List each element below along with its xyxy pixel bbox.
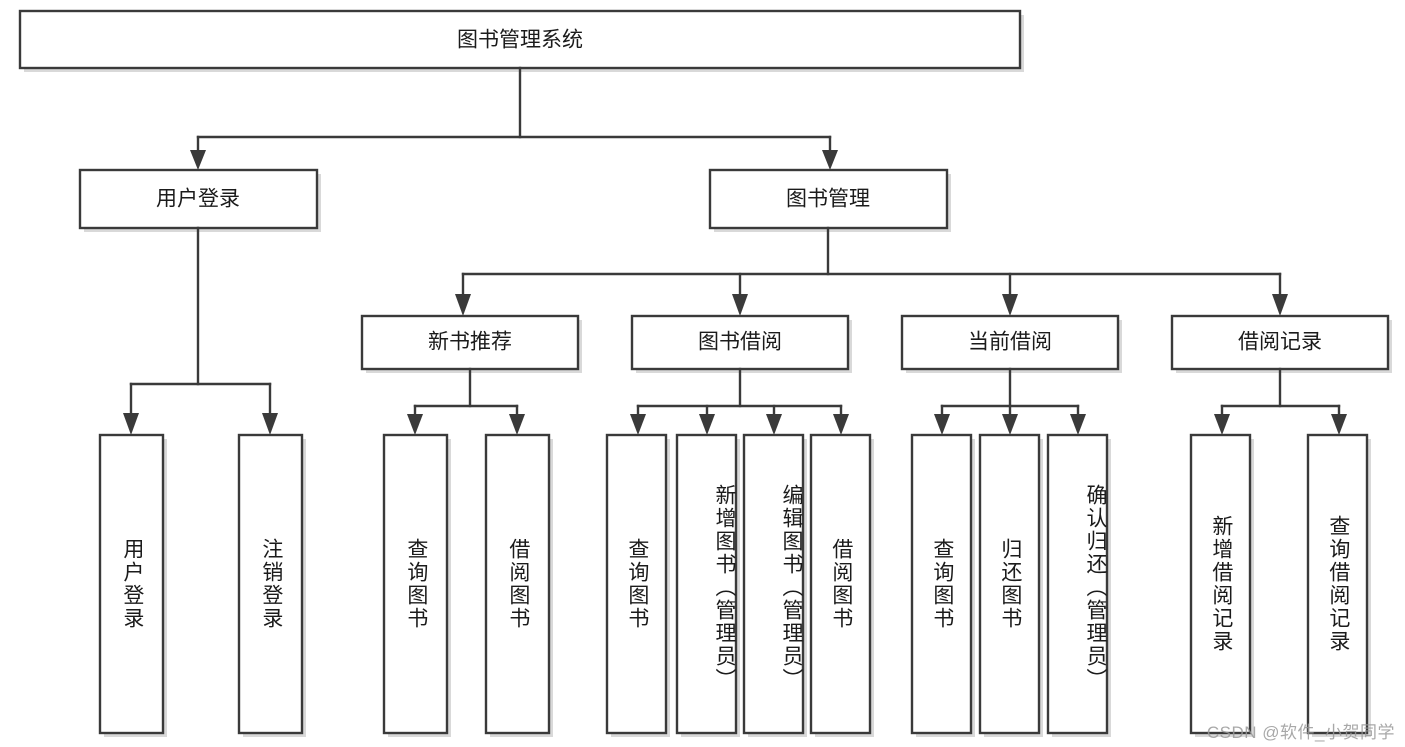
node-book-manage[interactable]: 图书管理: [708, 168, 951, 232]
node-user-login[interactable]: 用户登录: [78, 168, 321, 232]
leaf-borrow-add[interactable]: [675, 433, 740, 737]
node-current-borrow-label: 当前借阅: [968, 331, 1052, 354]
node-borrow-record-box: [1170, 314, 1390, 371]
leaf-borrow-add-box: [675, 433, 738, 735]
node-root-label: 图书管理系统: [457, 29, 583, 52]
connector-current-borrow-to-leaves: [934, 367, 1086, 435]
arrow-head-icon: [699, 414, 715, 435]
leaf-user-logout[interactable]: [237, 433, 306, 737]
node-user-login-box: [78, 168, 319, 230]
leaf-current-query-box: [910, 433, 973, 735]
connector-root-to-level2: [190, 66, 838, 170]
arrow-head-icon: [407, 414, 423, 435]
leaf-borrow-query-box: [605, 433, 668, 735]
leaf-current-query[interactable]: [910, 433, 975, 737]
node-book-borrow[interactable]: 图书借阅: [630, 314, 852, 373]
arrow-head-icon: [455, 294, 471, 316]
node-current-borrow[interactable]: 当前借阅: [900, 314, 1122, 373]
node-new-book-recommend-box: [360, 314, 580, 371]
connector-new-book-recommend-to-leaves: [407, 367, 525, 435]
arrow-head-icon: [630, 414, 646, 435]
arrow-head-icon: [1070, 414, 1086, 435]
node-new-book-recommend[interactable]: 新书推荐: [360, 314, 582, 373]
arrow-head-icon: [934, 414, 950, 435]
node-current-borrow-box: [900, 314, 1120, 371]
leaf-recommend-query[interactable]: [382, 433, 451, 737]
leaf-record-query[interactable]: [1306, 433, 1371, 737]
arrow-head-icon: [732, 294, 748, 316]
arrow-head-icon: [833, 414, 849, 435]
csdn-watermark: CSDN @软件_小贺同学: [1206, 723, 1395, 742]
leaf-current-return-box: [978, 433, 1041, 735]
leaf-recommend-borrow-box: [484, 433, 551, 735]
leaf-user-login-box: [98, 433, 165, 735]
node-borrow-record[interactable]: 借阅记录: [1170, 314, 1392, 373]
arrow-head-icon: [822, 150, 838, 170]
leaf-borrow-lend-box: [809, 433, 872, 735]
node-root-box: [18, 9, 1022, 70]
leaf-borrow-lend[interactable]: [809, 433, 874, 737]
leaf-recommend-query-box: [382, 433, 449, 735]
leaf-record-query-box: [1306, 433, 1369, 735]
arrow-head-icon: [262, 413, 278, 435]
connector-book-borrow-to-leaves: [630, 367, 849, 435]
arrow-head-icon: [1002, 414, 1018, 435]
leaf-user-login[interactable]: [98, 433, 167, 737]
arrow-head-icon: [1272, 294, 1288, 316]
arrow-head-icon: [766, 414, 782, 435]
leaf-borrow-edit[interactable]: [742, 433, 807, 737]
connector-borrow-record-to-leaves: [1214, 367, 1347, 435]
connector-book-manage-to-level3: [455, 226, 1288, 316]
leaf-borrow-query[interactable]: [605, 433, 670, 737]
node-borrow-record-label: 借阅记录: [1238, 331, 1322, 354]
node-user-login-label: 用户登录: [156, 188, 240, 211]
arrow-head-icon: [1331, 414, 1347, 435]
node-book-borrow-label: 图书借阅: [698, 331, 782, 354]
arrow-head-icon: [123, 413, 139, 435]
leaf-current-return[interactable]: [978, 433, 1043, 737]
leaf-current-confirm-box: [1046, 433, 1109, 735]
node-new-book-recommend-label: 新书推荐: [428, 331, 512, 354]
arrow-head-icon: [1214, 414, 1230, 435]
leaf-borrow-edit-box: [742, 433, 805, 735]
leaf-user-logout-box: [237, 433, 304, 735]
leaf-recommend-borrow[interactable]: [484, 433, 553, 737]
leaf-record-add-box: [1189, 433, 1252, 735]
node-book-manage-label: 图书管理: [786, 188, 870, 211]
arrow-head-icon: [1002, 294, 1018, 316]
node-root[interactable]: 图书管理系统: [18, 9, 1024, 72]
arrow-head-icon: [509, 414, 525, 435]
arrow-head-icon: [190, 150, 206, 170]
connector-user-login-to-leaves: [123, 226, 278, 435]
leaf-record-add[interactable]: [1189, 433, 1254, 737]
leaf-current-confirm[interactable]: [1046, 433, 1111, 737]
